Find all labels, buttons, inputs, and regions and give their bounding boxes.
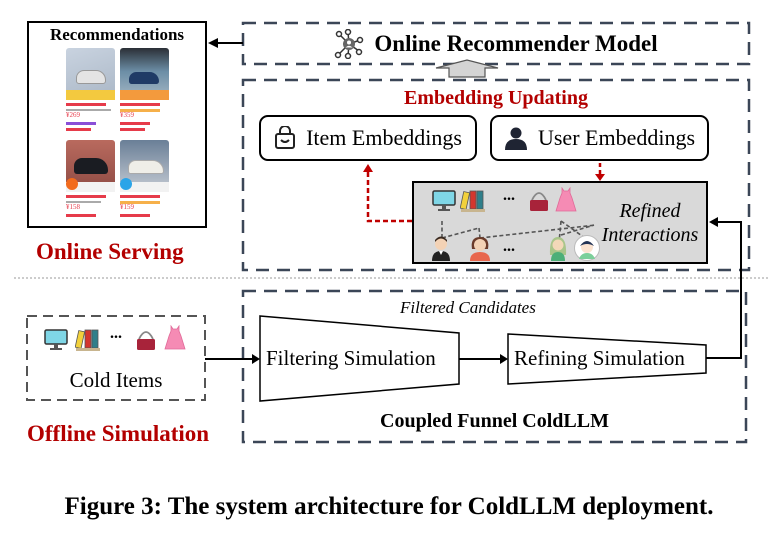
item-embeddings-label: Item Embeddings: [306, 125, 462, 150]
refined-interactions-label: Refined Interactions: [600, 199, 700, 247]
filtering-simulation-stage[interactable]: Filtering Simulation: [266, 346, 436, 370]
user-embeddings-box[interactable]: User Embeddings: [490, 115, 709, 161]
girl-avatar-icon: [548, 235, 568, 266]
arrow-cold-to-filtering-head: [252, 354, 260, 364]
black-sneaker-image: [66, 140, 115, 192]
card-price: ¥359: [120, 111, 134, 119]
monitor-icon: [432, 190, 456, 217]
gray-sneaker-image: [66, 48, 115, 100]
handbag-icon: [134, 327, 158, 356]
arrow-user-to-refined-head: [595, 174, 605, 181]
refining-simulation-stage[interactable]: Refining Simulation: [514, 346, 685, 370]
items-ellipsis: ...: [503, 187, 515, 204]
boy-avatar-icon: [574, 235, 600, 266]
card-price: ¥158: [66, 203, 80, 211]
dress-icon: [555, 186, 577, 218]
card-price: ¥269: [66, 111, 80, 119]
arrow-refining-to-refined-head: [709, 217, 718, 227]
offline-simulation-label: Offline Simulation: [27, 421, 210, 446]
interaction-links: [441, 220, 597, 244]
binders-icon: [74, 328, 101, 357]
card-price: ¥159: [120, 203, 134, 211]
users-ellipsis: ...: [503, 238, 515, 255]
cold-items-label: Cold Items: [69, 368, 163, 392]
network-user-icon: [334, 28, 364, 59]
item-embeddings-box[interactable]: Item Embeddings: [259, 115, 477, 161]
navy-sneaker-image: [120, 48, 169, 100]
dress-icon: [164, 324, 186, 356]
white-sneaker-image: [120, 140, 169, 192]
recommender-model-box[interactable]: Online Recommender Model: [243, 23, 749, 64]
cold-items-ellipsis: ...: [110, 325, 122, 342]
shopping-bag-icon: [274, 125, 296, 150]
cold-items-box[interactable]: ... Cold Items: [27, 316, 205, 400]
embedding-updating-title: Embedding Updating: [404, 87, 588, 109]
refined-label-line2: Interactions: [601, 224, 699, 246]
user-icon: [504, 126, 528, 150]
refined-label-line1: Refined: [619, 200, 681, 222]
binders-icon: [459, 189, 486, 218]
filtered-candidates-label: Filtered Candidates: [400, 298, 536, 317]
arrow-refining-to-refined: [706, 221, 742, 359]
handbag-icon: [527, 188, 551, 217]
arrow-filtering-to-refining-head: [500, 354, 508, 364]
man-avatar-icon: [430, 235, 452, 266]
recommendation-card[interactable]: ¥159: [120, 140, 170, 228]
woman-avatar-icon: [468, 235, 492, 266]
monitor-icon: [44, 329, 68, 356]
recommendations-panel: Recommendations ¥269 ¥359 ¥158: [27, 21, 207, 228]
recommender-model-title: Online Recommender Model: [374, 30, 658, 56]
interaction-graph: [441, 220, 597, 244]
refined-interactions-box[interactable]: ... ... Refined Interactions: [412, 181, 708, 264]
figure-caption: Figure 3: The system architecture for Co…: [64, 493, 714, 520]
user-embeddings-label: User Embeddings: [537, 125, 696, 150]
arrow-refined-to-item: [366, 171, 412, 223]
coupled-funnel-title: Coupled Funnel ColdLLM: [380, 410, 609, 432]
arrow-to-recommendations-head: [208, 38, 218, 48]
online-serving-label: Online Serving: [36, 239, 184, 264]
recommendation-card[interactable]: ¥359: [120, 48, 170, 136]
recommendations-title: Recommendations: [49, 25, 185, 44]
recommendation-card[interactable]: ¥158: [66, 140, 116, 228]
arrow-refined-to-item-head: [363, 164, 373, 172]
recommendation-card[interactable]: ¥269: [66, 48, 116, 136]
